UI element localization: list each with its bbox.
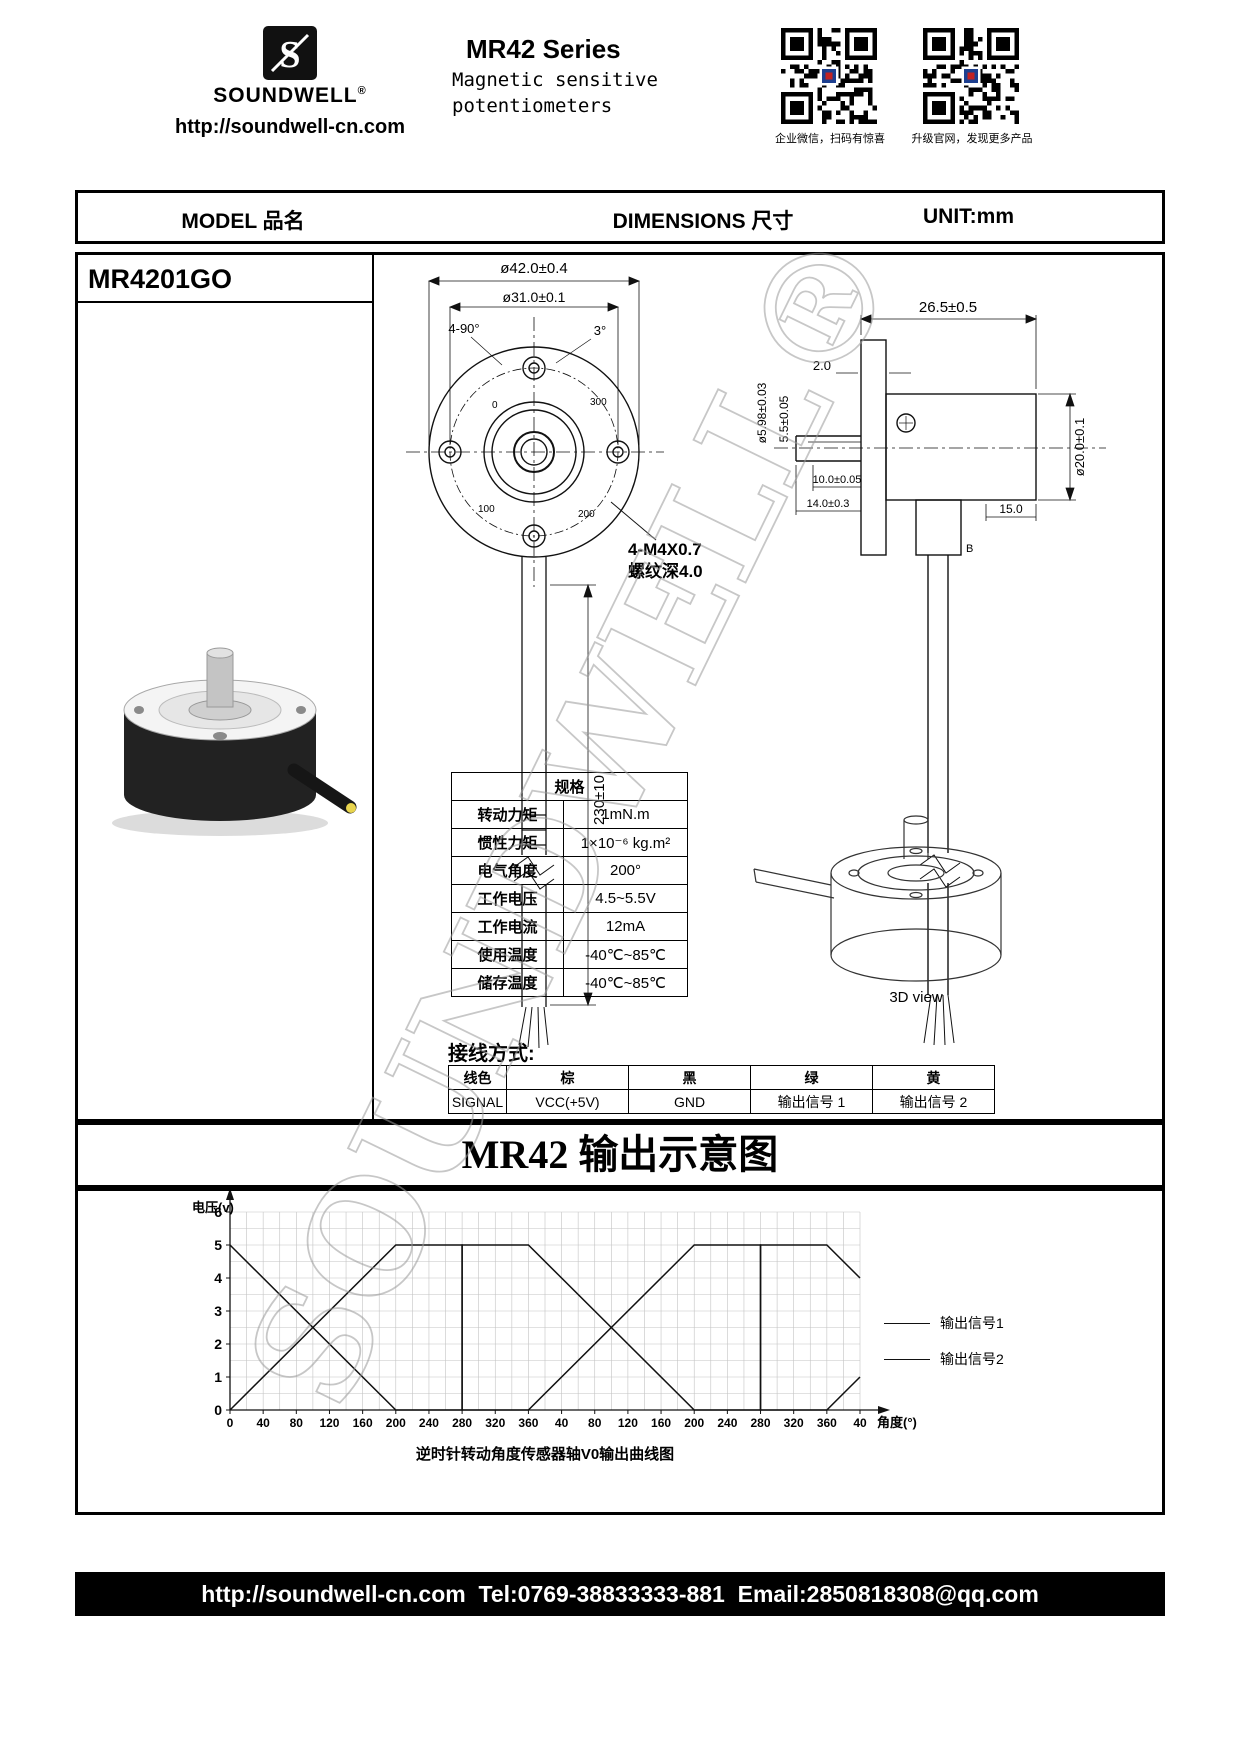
svg-text:280: 280 <box>751 1416 771 1430</box>
legend-item-signal1: 输出信号1 <box>884 1313 1004 1333</box>
svg-text:160: 160 <box>651 1416 671 1430</box>
legend-label-signal1: 输出信号1 <box>940 1315 1004 1331</box>
series2-line-sample <box>884 1358 930 1360</box>
series-title: MR42 Series <box>466 34 621 64</box>
svg-text:320: 320 <box>485 1416 505 1430</box>
series-subtitle-2: potentiometers <box>452 95 613 117</box>
unit-label: UNIT:mm <box>923 205 1015 228</box>
qr-code-website <box>923 28 1019 124</box>
right-column: ø42.0±0.4 ø31.0±0.1 4-90° 3° 0 100 200 3… <box>376 255 1162 1119</box>
dim-body-dia-label: ø20.0±0.1 <box>1072 418 1087 476</box>
model-label: MODEL 品名 <box>181 210 305 233</box>
svg-text:280: 280 <box>452 1416 472 1430</box>
svg-text:40: 40 <box>555 1416 569 1430</box>
dial-300: 300 <box>590 397 607 408</box>
dim-offset-angle-label: 3° <box>594 323 606 338</box>
svg-text:320: 320 <box>784 1416 804 1430</box>
dim-outer-label: ø42.0±0.4 <box>500 260 567 277</box>
model-number: MR4201GO <box>78 255 372 303</box>
dim-step-label: 2.0 <box>813 358 831 373</box>
dim-rear-label: 15.0 <box>999 502 1023 516</box>
brand-name: SOUNDWELL® <box>213 84 367 107</box>
svg-text:1: 1 <box>214 1369 222 1385</box>
svg-text:2: 2 <box>214 1336 222 1352</box>
legend-item-signal2: 输出信号2 <box>884 1349 1004 1369</box>
soundwell-logo-icon: S <box>263 26 317 80</box>
svg-text:3: 3 <box>214 1303 222 1319</box>
dim-hole-angle-label: 4-90° <box>448 321 479 336</box>
wiring-signal-row: SIGNAL VCC(+5V) GND 输出信号 1 输出信号 2 <box>448 1089 995 1114</box>
svg-text:0: 0 <box>214 1402 222 1418</box>
spec-row: 使用温度-40℃~85℃ <box>451 940 688 969</box>
series1-line-sample <box>884 1322 930 1324</box>
dim-shaft-len2-label: 14.0±0.3 <box>807 498 850 510</box>
dim-shaft-len1-label: 10.0±0.05 <box>813 474 862 486</box>
spec-row: 储存温度-40℃~85℃ <box>451 968 688 997</box>
output-voltage-chart: 0 1 2 3 4 5 6 0 40 80 120 160 200 240 280 320 360 40 80 120… <box>214 1188 890 1430</box>
chart-legend: 输出信号1 输出信号2 <box>884 1313 1004 1385</box>
svg-text:240: 240 <box>717 1416 737 1430</box>
view-3d-label: 3D view <box>889 989 943 1006</box>
svg-text:200: 200 <box>386 1416 406 1430</box>
output-section-title: MR42 输出示意图 <box>75 1122 1165 1188</box>
svg-text:120: 120 <box>618 1416 638 1430</box>
svg-text:4: 4 <box>214 1270 222 1286</box>
header: S SOUNDWELL® http://soundwell-cn.com MR4… <box>75 18 1165 180</box>
spec-table-title: 规格 <box>451 772 688 801</box>
main-content-box: MR4201GO <box>75 252 1165 1122</box>
dial-0: 0 <box>492 400 498 411</box>
chart-x-axis-label: 角度(°) <box>877 1415 917 1430</box>
svg-text:360: 360 <box>817 1416 837 1430</box>
svg-text:360: 360 <box>518 1416 538 1430</box>
dim-shaft-flat-label: 5.5±0.05 <box>777 395 791 442</box>
svg-text:160: 160 <box>353 1416 373 1430</box>
footer-contact-bar: http://soundwell-cn.com Tel:0769-3883333… <box>75 1572 1165 1616</box>
left-column: MR4201GO <box>78 255 374 1119</box>
thread-depth-note: 螺纹深4.0 <box>628 561 703 581</box>
series-subtitle-1: Magnetic sensitive <box>452 69 658 91</box>
svg-text:0: 0 <box>227 1416 234 1430</box>
product-photo <box>112 647 357 836</box>
qr-caption-right: 升级官网，发现更多产品 <box>911 133 1033 145</box>
wiring-table: 线色 棕 黑 绿 黄 SIGNAL VCC(+5V) GND 输出信号 1 输出… <box>448 1065 995 1114</box>
title-block: MR42 Series Magnetic sensitive potentiom… <box>452 34 782 117</box>
svg-text:200: 200 <box>684 1416 704 1430</box>
thread-note: 4-M4X0.7 <box>628 540 702 559</box>
chart-y-axis-label: 电压(v) <box>192 1200 234 1215</box>
wiring-color-row: 线色 棕 黑 绿 黄 <box>448 1065 995 1090</box>
svg-text:120: 120 <box>319 1416 339 1430</box>
legend-label-signal2: 输出信号2 <box>940 1351 1004 1367</box>
dimensions-label: DIMENSIONS 尺寸 <box>612 210 794 233</box>
dim-bolt-circle-label: ø31.0±0.1 <box>503 289 566 305</box>
brand-url: http://soundwell-cn.com <box>175 116 405 138</box>
model-header-bar: MODEL 品名 DIMENSIONS 尺寸 UNIT:mm <box>75 190 1165 244</box>
svg-text:80: 80 <box>290 1416 304 1430</box>
registered-mark: ® <box>357 85 367 97</box>
wiring-title: 接线方式: <box>448 1043 535 1065</box>
dial-200: 200 <box>578 509 595 520</box>
svg-text:5: 5 <box>214 1237 222 1253</box>
qr-code-wechat <box>781 28 877 124</box>
dim-width-label: 26.5±0.5 <box>919 299 977 316</box>
svg-text:240: 240 <box>419 1416 439 1430</box>
section-label: B <box>966 543 973 555</box>
chart-caption: 逆时针转动角度传感器轴V0输出曲线图 <box>415 1446 675 1463</box>
output-chart-section: 电压(v) 0 1 2 3 4 5 6 0 40 80 120 160 200 240 280 320 360 4… <box>75 1188 1165 1515</box>
brand-block: S SOUNDWELL® http://soundwell-cn.com <box>155 26 425 139</box>
dial-100: 100 <box>478 504 495 515</box>
svg-text:40: 40 <box>853 1416 867 1430</box>
svg-text:40: 40 <box>256 1416 270 1430</box>
dim-shaft-dia-label: ø5.98±0.03 <box>755 382 769 443</box>
qr-caption-left: 企业微信，扫码有惊喜 <box>775 133 885 145</box>
svg-text:6: 6 <box>214 1204 222 1220</box>
svg-text:80: 80 <box>588 1416 602 1430</box>
